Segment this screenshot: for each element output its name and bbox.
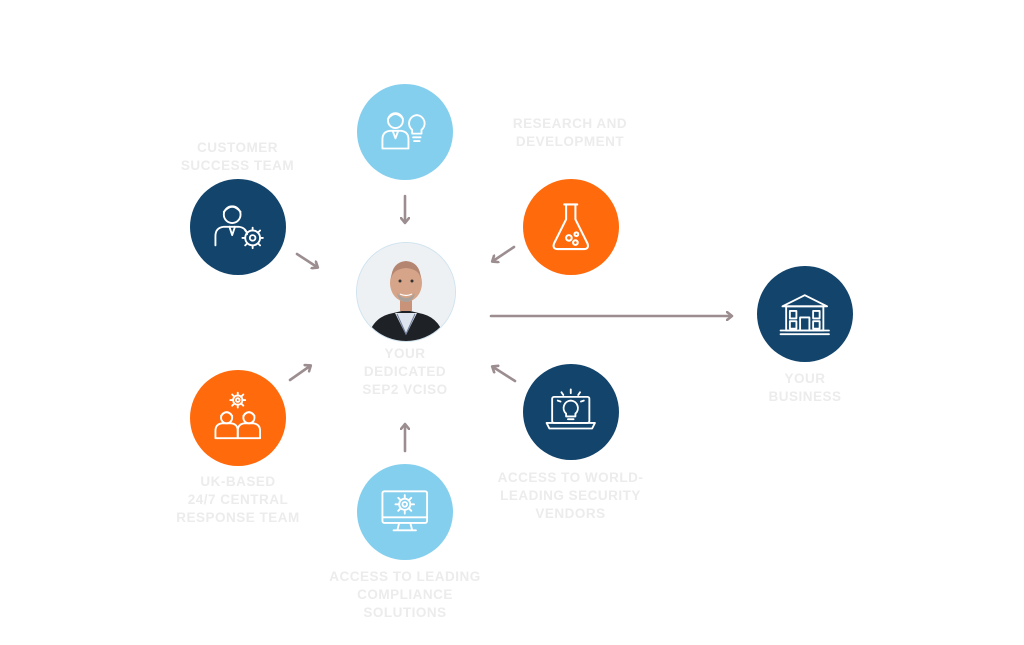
label-center: YOUR DEDICATED SEP2 VCISO bbox=[362, 346, 448, 397]
person-lightbulb-icon bbox=[381, 112, 426, 150]
center-portrait bbox=[356, 242, 456, 342]
arrow-top-right bbox=[493, 245, 516, 261]
node-rnd bbox=[523, 179, 619, 275]
team-gear-icon bbox=[214, 391, 262, 440]
label-rnd: RESEARCH AND DEVELOPMENT bbox=[512, 116, 628, 149]
arrow-bottom-left bbox=[288, 366, 310, 382]
flask-icon bbox=[552, 203, 590, 251]
label-compliance: ACCESS TO LEADING COMPLIANCE SOLUTIONS bbox=[329, 569, 481, 620]
node-business bbox=[757, 266, 853, 362]
node-compliance bbox=[357, 464, 453, 560]
node-security-vendors bbox=[523, 364, 619, 460]
person-gear-icon bbox=[214, 205, 265, 250]
monitor-gear-icon bbox=[381, 490, 429, 532]
node-customer-success bbox=[190, 179, 286, 275]
label-response-team: UK-BASED 24/7 CENTRAL RESPONSE TEAM bbox=[176, 474, 300, 525]
portrait-photo bbox=[357, 243, 455, 341]
label-customer-success: CUSTOMER SUCCESS TEAM bbox=[180, 140, 295, 173]
arrow-top-left bbox=[295, 252, 317, 267]
building-icon bbox=[779, 294, 831, 336]
node-response-team bbox=[190, 370, 286, 466]
label-security-vendors: ACCESS TO WORLD- LEADING SECURITY VENDOR… bbox=[497, 470, 644, 521]
node-research bbox=[357, 84, 453, 180]
label-business: YOUR BUSINESS bbox=[768, 371, 842, 404]
laptop-bulb-icon bbox=[545, 388, 597, 430]
arrow-bottom-right bbox=[493, 367, 517, 383]
